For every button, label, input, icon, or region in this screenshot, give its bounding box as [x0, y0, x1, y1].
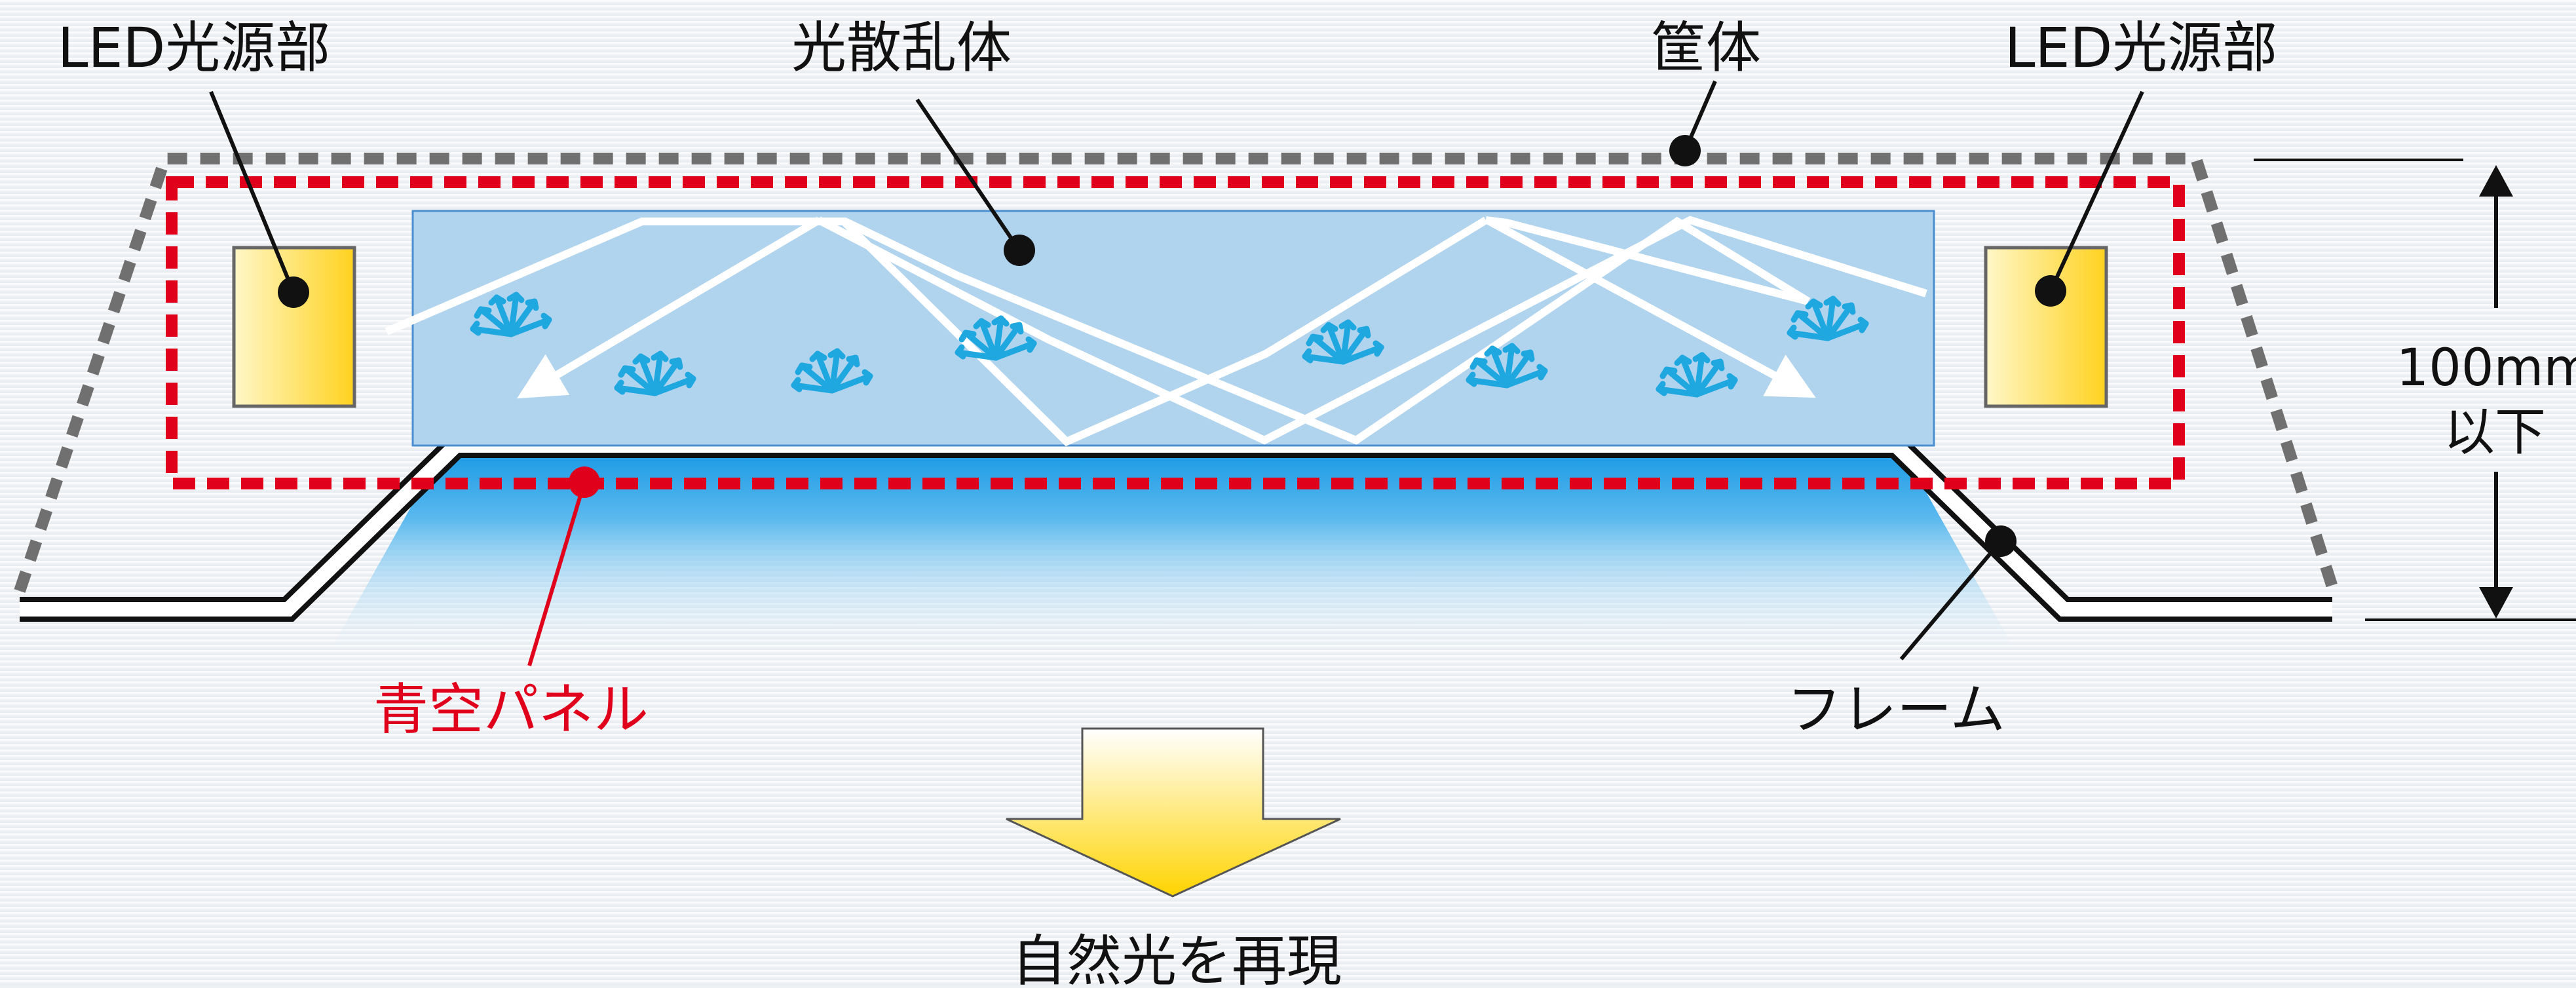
- sky-light-glow: [328, 446, 2018, 655]
- blue-sky-panel-label: 青空パネル: [373, 677, 649, 742]
- led-source-left-label: LED光源部: [58, 16, 331, 80]
- diffuser-label: 光散乱体: [791, 16, 1012, 80]
- led-source-right: [1984, 246, 2108, 408]
- result-label: 自然光を再現: [1012, 929, 1342, 985]
- height-suffix-label: 以下: [2444, 403, 2546, 462]
- panel-leader-line: [527, 482, 586, 666]
- housing-label: 筐体: [1651, 16, 1761, 80]
- led-source-left: [232, 246, 356, 408]
- height-dimension: [2254, 159, 2576, 621]
- blue-sky-panel-outline: [166, 176, 2185, 489]
- height-value-label: 100mm: [2396, 339, 2576, 398]
- panel-leader-dot: [569, 466, 600, 498]
- leader-dots: [278, 135, 2066, 557]
- down-arrow-icon: [1006, 727, 1341, 898]
- frame-label: フレーム: [1787, 677, 2005, 742]
- led-source-right-label: LED光源部: [2005, 16, 2278, 80]
- light-paths: [385, 216, 1927, 447]
